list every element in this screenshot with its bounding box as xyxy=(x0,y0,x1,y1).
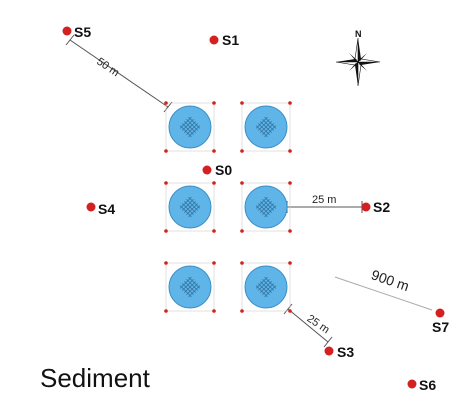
station-s2-label: S2 xyxy=(373,199,390,215)
station-s2-dot xyxy=(361,202,371,212)
station-s4: S4 xyxy=(86,201,115,217)
fish-cage xyxy=(240,101,292,153)
station-s2: S2 xyxy=(361,199,390,215)
cage-anchor-dot xyxy=(212,101,216,105)
north-label: N xyxy=(355,29,362,39)
cage-anchor-dot xyxy=(240,181,244,185)
cage-anchor-dot xyxy=(164,181,168,185)
distance-label-25m-s2: 25 m xyxy=(312,194,336,206)
cage-net-icon xyxy=(179,196,201,218)
cage-anchor-dot xyxy=(164,229,168,233)
fish-cages xyxy=(164,101,292,313)
cage-anchor-dot xyxy=(164,101,168,105)
distance-line-cage-s3 xyxy=(287,308,329,343)
fish-cage xyxy=(240,181,292,233)
cage-net-icon xyxy=(255,276,277,298)
cage-mooring-frame xyxy=(241,102,291,152)
distance-label-900m: 900 m xyxy=(369,266,411,294)
cage-anchor-dot xyxy=(288,229,292,233)
station-s3: S3 xyxy=(324,344,354,360)
distance-line-s7 xyxy=(334,276,433,311)
station-s7-label: S7 xyxy=(432,319,449,335)
cage-mooring-frame xyxy=(165,262,215,312)
distance-label-50m: 50 m xyxy=(94,56,121,80)
station-s6: S6 xyxy=(407,377,436,393)
station-s1-label: S1 xyxy=(222,32,239,48)
distance-lines: 50 m 25 m 25 m 900 m xyxy=(65,34,433,348)
cage-anchor-dot xyxy=(288,261,292,265)
station-s0-label: S0 xyxy=(215,162,232,178)
cage-anchor-dot xyxy=(164,149,168,153)
station-s5-label: S5 xyxy=(74,24,91,40)
cage-anchor-dot xyxy=(212,309,216,313)
area-label-sediment: Sediment xyxy=(40,363,151,393)
station-s1: S1 xyxy=(209,32,239,48)
station-s6-label: S6 xyxy=(419,377,436,393)
station-s4-dot xyxy=(86,202,96,212)
station-s3-dot xyxy=(324,346,334,356)
station-s1-dot xyxy=(209,35,219,45)
station-s0: S0 xyxy=(202,162,232,178)
station-s3-label: S3 xyxy=(337,344,354,360)
cage-anchor-dot xyxy=(240,101,244,105)
cage-net-icon xyxy=(179,276,201,298)
cage-anchor-dot xyxy=(240,229,244,233)
north-arrow-icon: N xyxy=(335,29,381,87)
cage-anchor-dot xyxy=(212,261,216,265)
distance-label-25m-s3: 25 m xyxy=(305,313,332,337)
cage-mooring-frame xyxy=(241,182,291,232)
cage-anchor-dot xyxy=(212,229,216,233)
station-s4-label: S4 xyxy=(98,201,115,217)
cage-anchor-dot xyxy=(164,261,168,265)
cage-anchor-dot xyxy=(212,149,216,153)
cage-mooring-frame xyxy=(165,102,215,152)
fish-cage xyxy=(164,181,216,233)
cage-anchor-dot xyxy=(212,181,216,185)
cage-anchor-dot xyxy=(240,149,244,153)
stations: S5 S1 S0 S4 S2 S7 S3 S6 xyxy=(62,24,449,393)
cage-anchor-dot xyxy=(288,309,292,313)
cage-anchor-dot xyxy=(288,149,292,153)
fish-cage xyxy=(240,261,292,313)
station-s5: S5 xyxy=(62,24,91,40)
fish-cage xyxy=(164,101,216,153)
station-s7-dot xyxy=(435,308,445,318)
fish-cage xyxy=(164,261,216,313)
cage-anchor-dot xyxy=(240,309,244,313)
station-s6-dot xyxy=(407,379,417,389)
cage-anchor-dot xyxy=(288,181,292,185)
cage-net-icon xyxy=(255,116,277,138)
cage-mooring-frame xyxy=(165,182,215,232)
cage-mooring-frame xyxy=(241,262,291,312)
station-s5-dot xyxy=(62,26,72,36)
cage-anchor-dot xyxy=(288,101,292,105)
cage-anchor-dot xyxy=(164,309,168,313)
cage-anchor-dot xyxy=(240,261,244,265)
station-s7: S7 xyxy=(432,308,449,335)
distance-line-s5-cage xyxy=(69,39,169,108)
cage-net-icon xyxy=(255,196,277,218)
cage-net-icon xyxy=(179,116,201,138)
station-s0-dot xyxy=(202,165,212,175)
